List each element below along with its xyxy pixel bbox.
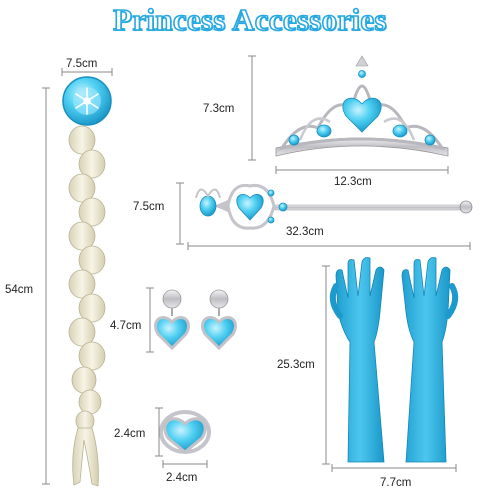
tiara	[275, 55, 449, 157]
braid	[68, 125, 106, 487]
clip-width-label: 7.5cm	[66, 58, 98, 70]
earring-height-dimension	[146, 287, 154, 353]
wand	[195, 183, 473, 230]
glove-length-dimension	[322, 265, 330, 465]
clip-width-dimension	[61, 68, 113, 76]
earring-height-label: 4.7cm	[110, 320, 142, 332]
crown-height-label: 7.3cm	[203, 103, 235, 115]
snowflake-icon	[75, 87, 99, 115]
ring-height-dimension	[155, 407, 163, 457]
ring-width-label: 2.4cm	[166, 472, 198, 484]
gloves	[329, 257, 459, 463]
braid-length-label: 54cm	[5, 284, 34, 296]
ring	[159, 410, 211, 454]
glove-width-dimension	[331, 464, 457, 472]
ring-height-label: 2.4cm	[114, 428, 146, 440]
braid-length-dimension	[42, 87, 50, 485]
glove-width-label: 7.7cm	[380, 477, 412, 489]
crown-height-dimension	[248, 55, 256, 161]
earrings	[154, 289, 237, 351]
crown-width-dimension	[275, 166, 449, 174]
wand-height-label: 7.5cm	[133, 201, 165, 213]
crown-width-label: 12.3cm	[334, 176, 372, 188]
wand-length-label: 32.3cm	[286, 226, 324, 238]
wand-height-dimension	[176, 182, 184, 245]
glove-length-label: 25.3cm	[277, 359, 315, 371]
wand-length-dimension	[187, 242, 471, 250]
page-title: Princess Accessories	[112, 1, 387, 38]
ring-width-dimension	[162, 460, 208, 468]
